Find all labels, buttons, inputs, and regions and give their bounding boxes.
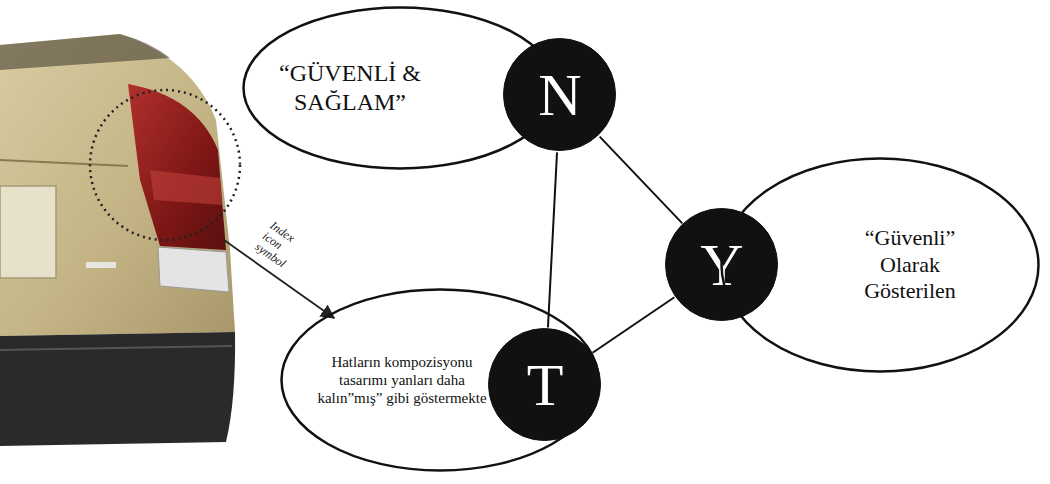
connector-line (600, 137, 683, 224)
node-letter: N (525, 65, 595, 125)
tail-light (128, 84, 226, 250)
car-body (0, 34, 235, 336)
node-text: “Güvenli” Olarak Gösterilen (840, 225, 980, 304)
concept-ellipse: “Güvenli” Olarak Gösterilen (720, 157, 1040, 373)
sign-type-labels: Indexiconsymbol (253, 219, 303, 270)
node-letter: T (510, 355, 580, 415)
chrome-strip (158, 247, 229, 292)
node-text: Hatların kompozisyonu tasarımı yanları d… (315, 353, 490, 407)
plate-recess (0, 186, 56, 278)
text-block: “GÜVENLİ & SAĞLAM” (275, 59, 425, 117)
ellipse-shape (282, 290, 599, 471)
ellipse-outline (720, 157, 1040, 373)
node-text: “GÜVENLİ & SAĞLAM” (275, 59, 425, 117)
text-block: “Güvenli” Olarak Gösterilen (840, 225, 980, 304)
connector-line (593, 297, 675, 352)
tail-light-segment (150, 170, 222, 205)
bumper (0, 332, 235, 446)
letter-circle: N (502, 37, 617, 152)
bumper-edge (0, 346, 232, 350)
text-block: N (525, 65, 595, 125)
text-block: T (510, 355, 580, 415)
badge (86, 262, 116, 268)
focus-circle (90, 90, 240, 240)
car-deck-shadow (0, 34, 170, 70)
text-block: Hatların kompozisyonu tasarımı yanları d… (315, 353, 490, 407)
trunk-gap (0, 160, 128, 166)
letter-circle: T (487, 327, 602, 442)
ellipse-shape (722, 159, 1039, 372)
letter-disc (504, 39, 616, 151)
connector-line (548, 152, 557, 327)
letter-disc (489, 329, 601, 441)
car-rear (0, 34, 235, 446)
